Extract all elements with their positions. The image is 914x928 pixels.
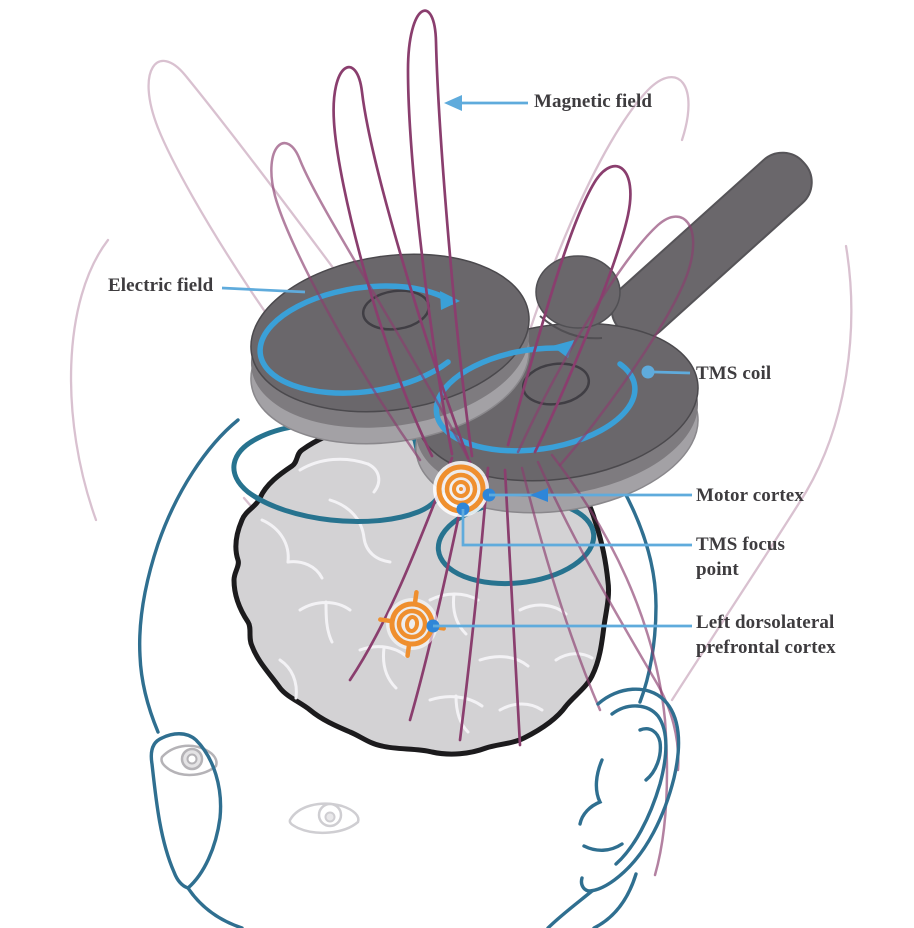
electric-ring-right: [433, 345, 638, 454]
neck-line: [546, 889, 594, 928]
leader-magnetic-field: [444, 95, 528, 111]
leader-motor-cortex: [482, 488, 692, 502]
brain-sulci: [260, 457, 594, 734]
dlpfc-target: [378, 590, 446, 658]
label-tms-coil: TMS coil: [696, 363, 772, 384]
leader-electric-field: [221, 286, 306, 294]
right-eye: [160, 744, 218, 777]
label-tms-focus-point: TMS focus point: [696, 534, 786, 581]
electric-ring-left-arrowhead: [440, 291, 460, 310]
electric-field-rings: [257, 283, 638, 454]
motor-cortex-target: [433, 461, 489, 517]
label-electric-field: Electric field: [108, 275, 214, 296]
label-motor-cortex: Motor cortex: [696, 485, 804, 506]
jaw-line: [592, 872, 638, 928]
arrowhead: [530, 488, 548, 502]
ear: [578, 687, 681, 893]
coil-seam: [539, 315, 603, 340]
leader-tms-coil: [641, 365, 691, 379]
left-eye: [288, 802, 360, 834]
label-dlpfc: Left dorsolateral prefrontal cortex: [696, 612, 836, 659]
forehead-line: [137, 418, 240, 734]
label-magnetic-field: Magnetic field: [534, 91, 653, 112]
coil-handle: [610, 151, 813, 340]
arrowhead: [444, 95, 462, 111]
eyes: [160, 744, 360, 834]
magnetic-field-lines: [270, 9, 695, 877]
leader-dlpfc: [426, 619, 692, 633]
chin-line: [186, 886, 244, 928]
right-head-line: [610, 468, 658, 704]
electric-ring-left: [257, 283, 455, 396]
leader-tms-focus-point: [456, 502, 692, 547]
coil-handle-boss: [535, 255, 621, 329]
